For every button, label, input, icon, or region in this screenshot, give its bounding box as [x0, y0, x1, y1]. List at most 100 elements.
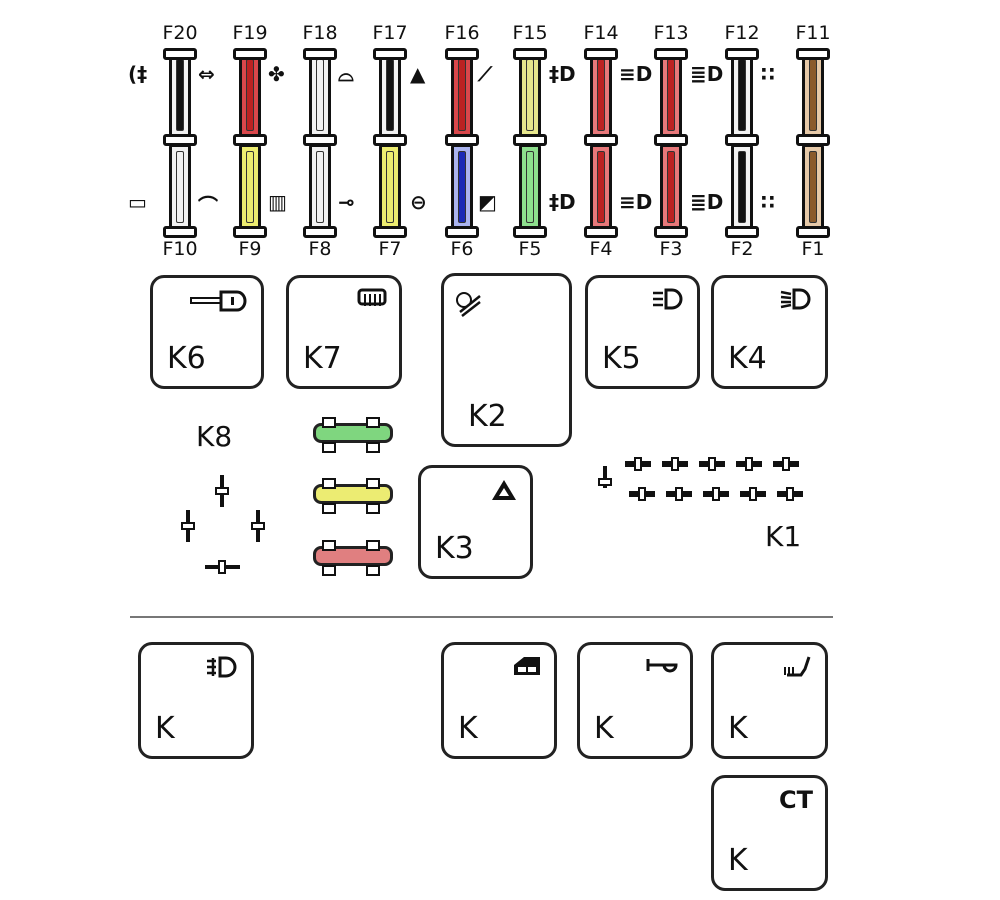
fuse-f16[interactable]	[451, 52, 473, 138]
fuse-label: F12	[724, 22, 760, 44]
fuse-f20[interactable]	[169, 52, 191, 138]
relay-k3[interactable]: K3	[418, 465, 533, 579]
high-beam-icon: ≣D	[690, 62, 724, 86]
k1-pin-tab	[671, 457, 679, 471]
mini-fuse-terminal	[322, 478, 336, 489]
mini-fuse-terminal	[322, 442, 336, 453]
relay-horn[interactable]: K	[577, 642, 693, 759]
fuse-label: F20	[162, 22, 198, 44]
fuse-holder-clip	[303, 48, 337, 60]
fuse-f14[interactable]	[590, 52, 612, 138]
k1-pin-tab	[712, 487, 720, 501]
mini-fuse[interactable]	[313, 484, 393, 504]
power-window-icon	[514, 657, 540, 675]
parking-lights-icon: ∷	[761, 190, 775, 214]
fuse-holder-clip	[373, 134, 407, 146]
fuse-f6[interactable]	[451, 144, 473, 230]
fuse-f5[interactable]	[519, 144, 541, 230]
relay-label: K4	[728, 341, 767, 376]
fuse-holder-clip	[163, 226, 197, 238]
fuse-label: F18	[302, 22, 338, 44]
fuse-f1[interactable]	[802, 144, 824, 230]
horn-icon: ⊸	[338, 190, 355, 214]
fuse-f8[interactable]	[309, 144, 331, 230]
k1-pin-tab	[782, 457, 790, 471]
relay-label: K	[594, 711, 614, 746]
fuse-label: F2	[730, 238, 754, 260]
relay-k8-label: K8	[196, 420, 233, 453]
relay-k4[interactable]: K4	[711, 275, 828, 389]
fuse-element	[738, 59, 746, 131]
fuse-label: F4	[589, 238, 613, 260]
relay-power-window[interactable]: K	[441, 642, 557, 759]
fuse-f9[interactable]	[239, 144, 261, 230]
low-beam-icon: ≡D	[619, 190, 653, 214]
fuse-f11[interactable]	[802, 52, 824, 138]
mini-fuse-terminal	[366, 442, 380, 453]
rear-fog-lamp-icon: (‡	[128, 62, 148, 86]
fuse-holder-clip	[163, 134, 197, 146]
fuse-holder-clip	[796, 134, 830, 146]
fuse-holder-clip	[513, 134, 547, 146]
fuse-f19[interactable]	[239, 52, 261, 138]
hazard-icon	[492, 480, 516, 500]
fuse-f13[interactable]	[660, 52, 682, 138]
fuse-holder-clip	[654, 48, 688, 60]
mini-fuse-terminal	[366, 565, 380, 576]
mini-fuse-terminal	[366, 540, 380, 551]
fuse-label: F10	[162, 238, 198, 260]
wiper-washer-icon	[456, 292, 481, 317]
fuse-element	[738, 151, 746, 223]
relay-label: K	[728, 711, 748, 746]
fuse-f7[interactable]	[379, 144, 401, 230]
fuse-label: F19	[232, 22, 268, 44]
fuse-holder-clip	[513, 48, 547, 60]
fuse-f2[interactable]	[731, 144, 753, 230]
seat-heater-icon: ⟋	[478, 62, 492, 86]
fuse-label: F1	[801, 238, 825, 260]
fuse-element	[246, 151, 254, 223]
mini-fuse[interactable]	[313, 546, 393, 566]
fuse-element	[176, 59, 184, 131]
fuse-f17[interactable]	[379, 52, 401, 138]
fuse-holder-clip	[584, 48, 618, 60]
fuse-f4[interactable]	[590, 144, 612, 230]
fuse-label: F15	[512, 22, 548, 44]
relay-k5[interactable]: K5	[585, 275, 700, 389]
k1-pin-tab	[745, 457, 753, 471]
horn-icon	[646, 659, 678, 673]
fuse-holder-clip	[654, 226, 688, 238]
relay-seat-heater[interactable]: K	[711, 642, 828, 759]
fuse-element	[316, 151, 324, 223]
mini-fuse-terminal	[322, 503, 336, 514]
relay-label: K7	[303, 341, 342, 376]
fuse-f10[interactable]	[169, 144, 191, 230]
divider	[130, 616, 833, 618]
fuse-holder-clip	[725, 134, 759, 146]
k1-pin-tab	[708, 457, 716, 471]
relay-k8-socket-icon	[181, 475, 265, 574]
k1-pin-tab	[749, 487, 757, 501]
fan-icon: ✤	[268, 62, 285, 86]
relay-ct[interactable]: CT K	[711, 775, 828, 891]
fuse-f12[interactable]	[731, 52, 753, 138]
relay-k7[interactable]: K7	[286, 275, 402, 389]
mini-fuse-terminal	[366, 478, 380, 489]
relay-k6[interactable]: K6	[150, 275, 264, 389]
mini-fuse[interactable]	[313, 423, 393, 443]
key-icon	[190, 290, 247, 312]
fuse-holder-clip	[373, 48, 407, 60]
fuse-holder-clip	[445, 48, 479, 60]
fuse-element	[458, 151, 466, 223]
fuse-f18[interactable]	[309, 52, 331, 138]
turn-signal-icon: ⇔	[198, 62, 215, 86]
fuse-f3[interactable]	[660, 144, 682, 230]
mini-fuse-terminal	[322, 540, 336, 551]
relay-label: K	[458, 711, 478, 746]
k1-pin-tab	[634, 457, 642, 471]
fuse-f15[interactable]	[519, 52, 541, 138]
relay-k2[interactable]: K2	[441, 273, 572, 447]
relay-fog-lamp[interactable]: K	[138, 642, 254, 759]
fuse-label: F5	[518, 238, 542, 260]
fuse-label: F7	[378, 238, 402, 260]
